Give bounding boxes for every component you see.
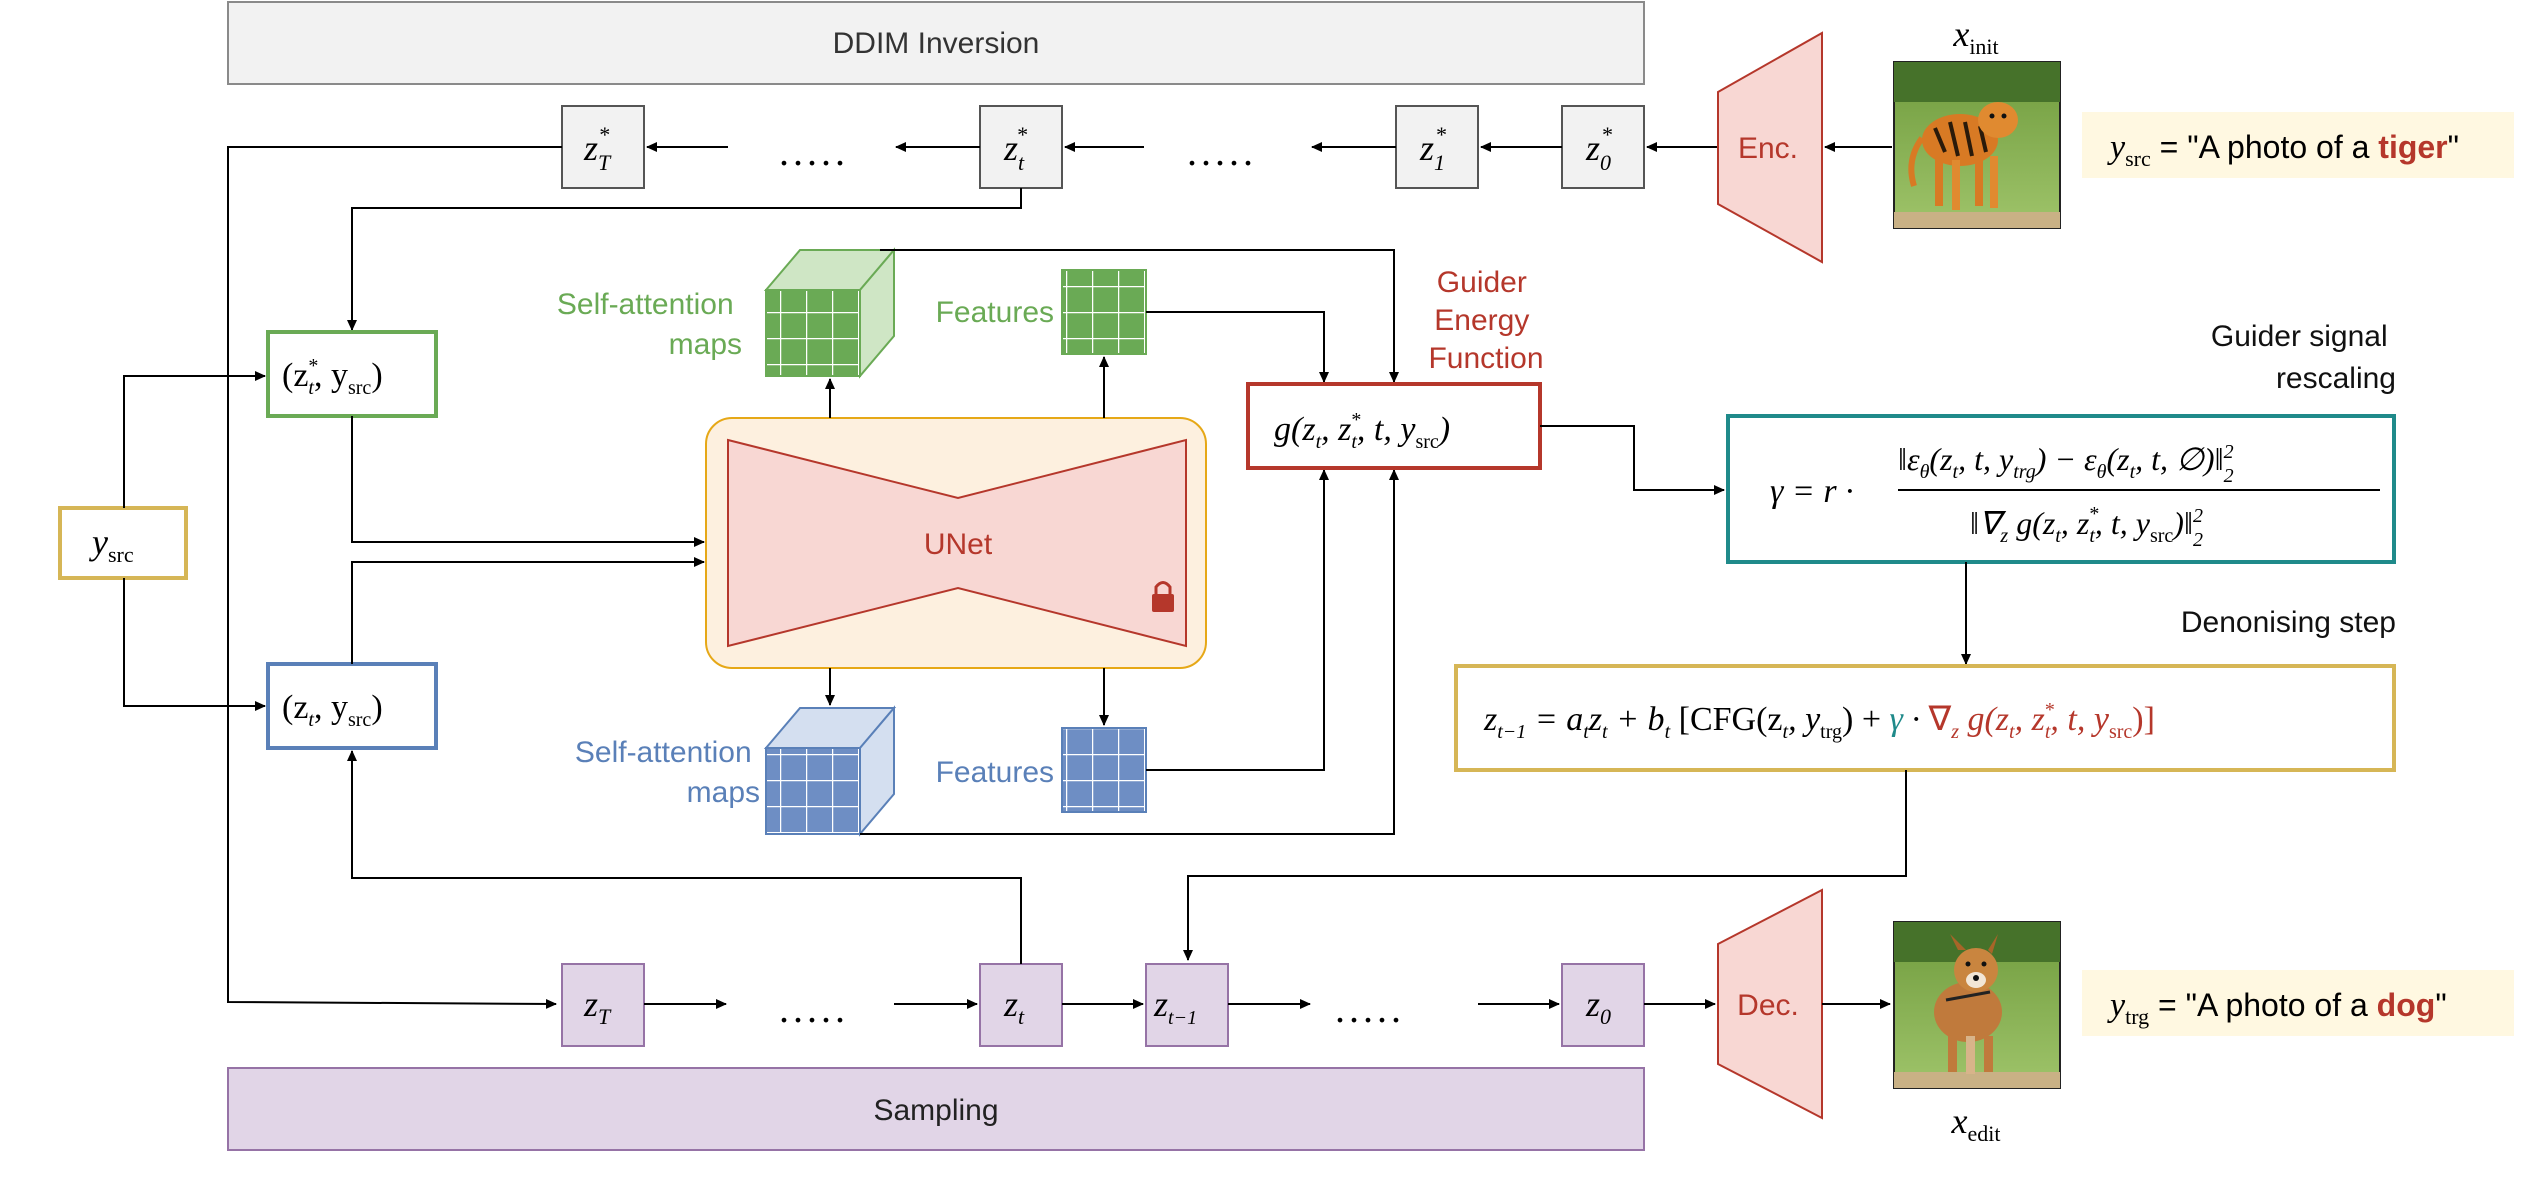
- features-top: [1061, 269, 1147, 355]
- svg-text:zT: zT: [583, 984, 612, 1029]
- features-label-top: Features: [936, 296, 1054, 329]
- conditioning-arrows: [123, 371, 705, 711]
- self-attention-label-top: Self-attention maps: [557, 288, 742, 361]
- self-attention-maps-bottom: [763, 705, 897, 837]
- rescaling-lhs: γ = r ·: [1770, 473, 1854, 510]
- self-attention-label-bottom: Self-attention maps: [575, 736, 760, 809]
- latent-z0: z0: [1561, 963, 1645, 1047]
- denoising-equation: zt−1 = atzt + bt [CFG(zt, ytrg) + γ · ∇z…: [1483, 699, 2155, 743]
- latent-zT: zT: [561, 963, 645, 1047]
- latent-zt: zt: [979, 963, 1063, 1047]
- svg-text:zt: zt: [1003, 984, 1025, 1029]
- guider-title: Guider Energy Function: [1428, 266, 1543, 375]
- upper-pair-box: (z*t, ysrc): [266, 330, 438, 418]
- source-prompt-text: ysrc = "A photo of a tiger": [2107, 129, 2459, 171]
- features-bottom: [1061, 727, 1147, 813]
- lower-pair-box: (zt, ysrc): [266, 662, 438, 750]
- guider-to-rescale-arrow: [1540, 425, 1725, 495]
- latent-zt-minus-1: zt−1: [1145, 963, 1229, 1047]
- sampling-label: Sampling: [873, 1094, 998, 1127]
- unet-label: UNet: [924, 528, 993, 561]
- latent-z1-star: z1*: [1395, 105, 1479, 189]
- ddim-inversion-banner: DDIM Inversion: [227, 1, 1645, 85]
- denoising-title: Denonising step: [2181, 606, 2396, 639]
- rescaling-title: Guider signal rescaling: [2211, 320, 2396, 395]
- inversion-dots-2: .....: [1187, 129, 1257, 174]
- lock-icon: [1152, 581, 1174, 612]
- source-prompt: ysrc = "A photo of a tiger": [2082, 112, 2514, 178]
- x-edit-label: xedit: [1951, 1101, 2001, 1146]
- denoising-box: zt−1 = atzt + bt [CFG(zt, ytrg) + γ · ∇z…: [1454, 664, 2396, 772]
- sampling-dots-2: .....: [1335, 986, 1405, 1031]
- svg-text:(zt, ysrc): (zt, ysrc): [282, 689, 383, 731]
- svg-text:ysrc: ysrc: [89, 522, 134, 567]
- latent-z0-star: z0*: [1561, 105, 1645, 189]
- svg-text:g(zt, z*t, t, ysrc): g(zt, z*t, t, ysrc): [1274, 409, 1450, 453]
- svg-text:zT*: zT*: [583, 122, 612, 175]
- latent-zt-star: zt*: [979, 105, 1063, 189]
- ysrc-box: ysrc: [58, 506, 188, 580]
- encoder: Enc.: [1717, 31, 1823, 264]
- svg-text:z0: z0: [1585, 984, 1611, 1029]
- unet-arrows: [825, 249, 1399, 835]
- sampling-banner: Sampling: [227, 1067, 1645, 1151]
- guider-function-box: g(zt, z*t, t, ysrc): [1246, 382, 1542, 470]
- target-prompt-text: ytrg = "A photo of a dog": [2107, 987, 2447, 1029]
- decoder-label: Dec.: [1737, 989, 1799, 1022]
- decoder: Dec.: [1717, 888, 1823, 1120]
- target-prompt: ytrg = "A photo of a dog": [2082, 970, 2514, 1036]
- inversion-dots-1: .....: [779, 129, 849, 174]
- svg-text:z1*: z1*: [1419, 122, 1446, 175]
- rescaling-box: γ = r · ‖εθ(zt, t, ytrg) − εθ(zt, t, ∅)‖…: [1726, 414, 2396, 564]
- denoise-to-sample-arrow: [1183, 770, 1907, 961]
- x-init-label: xinit: [1952, 14, 1998, 59]
- svg-text:z0*: z0*: [1585, 122, 1612, 175]
- features-label-bottom: Features: [936, 756, 1054, 789]
- sampling-dots-1: .....: [779, 986, 849, 1031]
- inversion-arrows: [227, 142, 1718, 1009]
- svg-text:zt−1: zt−1: [1153, 984, 1197, 1029]
- svg-text:zt*: zt*: [1003, 122, 1027, 175]
- svg-text:(z*t, ysrc): (z*t, ysrc): [282, 355, 383, 399]
- dog-image: [1893, 921, 2061, 1089]
- ddim-inversion-label: DDIM Inversion: [833, 27, 1040, 60]
- self-attention-maps-top: [763, 247, 897, 379]
- tiger-image: [1893, 61, 2061, 229]
- encoder-label: Enc.: [1738, 132, 1798, 165]
- unet-block: UNet: [705, 417, 1207, 669]
- sampling-arrows: [347, 750, 1716, 1009]
- latent-zT-star: zT*: [561, 105, 645, 189]
